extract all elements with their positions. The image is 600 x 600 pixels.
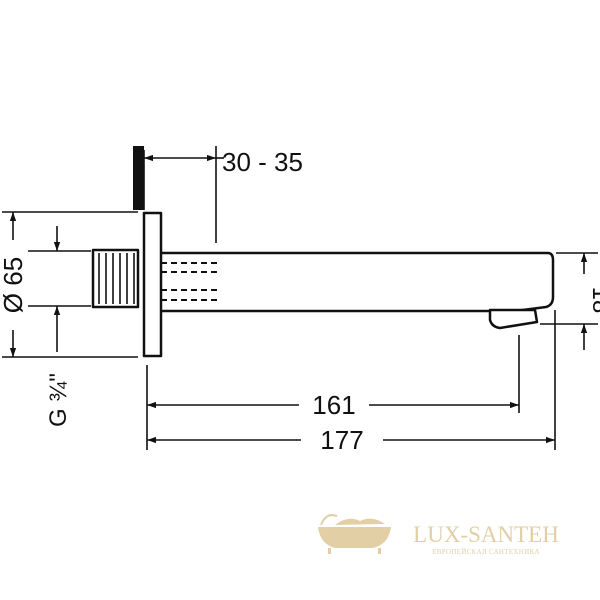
dim-outlet-length-label: 161 bbox=[312, 390, 355, 420]
dim-flange-diameter-label: Ø 65 bbox=[0, 257, 28, 313]
wall-section bbox=[133, 146, 144, 210]
dim-thread-label: G ¾" bbox=[45, 373, 72, 427]
hidden-lines bbox=[161, 262, 220, 301]
watermark: LUX-SANTEH ЕВРОПЕЙСКАЯ САНТЕХНИКА bbox=[318, 514, 559, 556]
thread-hatching bbox=[98, 253, 135, 304]
wall-flange bbox=[142, 211, 163, 358]
threaded-connector bbox=[91, 248, 140, 309]
watermark-tagline: ЕВРОПЕЙСКАЯ САНТЕХНИКА bbox=[432, 548, 540, 556]
dim-outlet-height-label: 18 bbox=[587, 287, 600, 314]
bathtub-logo bbox=[318, 514, 391, 554]
dim-wall-gap-label: 30 - 35 bbox=[222, 147, 303, 177]
watermark-brand: LUX-SANTEH bbox=[413, 522, 559, 547]
outlet-nozzle bbox=[488, 308, 539, 330]
spout-body bbox=[161, 251, 555, 313]
dim-total-length-label: 177 bbox=[320, 425, 363, 455]
spout-outline bbox=[91, 146, 555, 358]
